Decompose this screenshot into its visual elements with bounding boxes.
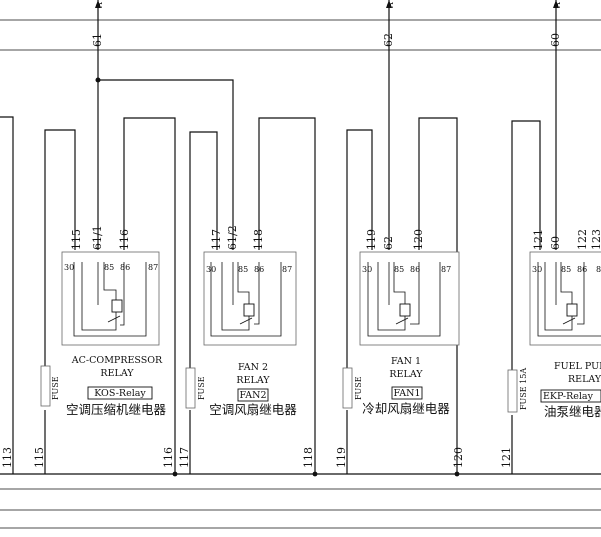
bottom-bus — [0, 473, 601, 529]
svg-text:FUSE: FUSE — [354, 376, 363, 400]
svg-text:FUSE: FUSE — [197, 376, 206, 400]
arrow-up-icon — [386, 0, 392, 8]
svg-text:87: 87 — [596, 265, 601, 274]
svg-text:121: 121 — [500, 447, 513, 468]
svg-text:119: 119 — [365, 229, 378, 250]
svg-text:113: 113 — [1, 447, 14, 468]
top-bus — [0, 19, 601, 51]
svg-text:FUEL PUM: FUEL PUM — [554, 361, 601, 372]
svg-text:60: 60 — [549, 236, 562, 250]
svg-text:30: 30 — [532, 265, 542, 274]
svg-text:油泵继电器: 油泵继电器 — [544, 404, 601, 419]
svg-text:115: 115 — [70, 229, 83, 250]
arrow-up-icon — [553, 0, 559, 8]
svg-text:87: 87 — [441, 265, 451, 274]
svg-text:FAN1: FAN1 — [394, 388, 421, 399]
svg-text:86: 86 — [410, 265, 420, 274]
junctions — [172, 471, 460, 477]
svg-text:122: 122 — [576, 229, 589, 250]
svg-text:RELAY: RELAY — [568, 374, 601, 385]
svg-text:117: 117 — [210, 229, 223, 250]
svg-text:空调压缩机继电器: 空调压缩机继电器 — [66, 402, 167, 417]
svg-text:119: 119 — [335, 447, 348, 468]
svg-text:118: 118 — [302, 447, 315, 468]
svg-text:120: 120 — [452, 447, 465, 468]
svg-text:空调风扇继电器: 空调风扇继电器 — [209, 402, 297, 417]
svg-text:RELAY: RELAY — [236, 375, 270, 386]
svg-text:RELAY: RELAY — [389, 369, 423, 380]
top-wire-label: 60 — [549, 33, 562, 47]
svg-text:85: 85 — [104, 263, 114, 272]
svg-text:116: 116 — [162, 447, 175, 468]
svg-text:FAN 1: FAN 1 — [391, 356, 421, 367]
relay-coil — [73, 262, 147, 337]
svg-text:85: 85 — [394, 265, 404, 274]
svg-text:85: 85 — [561, 265, 571, 274]
bottom-wire-labels: 113 115 116 117 118 119 120 121 — [1, 447, 513, 468]
relay-coil — [210, 262, 282, 337]
svg-text:30: 30 — [206, 265, 216, 274]
svg-text:86: 86 — [577, 265, 587, 274]
relay-coil — [367, 262, 441, 337]
relay-fuel-pump: 121 60 122 123 30 85 86 87 FUEL PUM RELA… — [507, 120, 601, 474]
svg-text:118: 118 — [252, 229, 265, 250]
svg-text:62: 62 — [382, 236, 395, 250]
svg-text:30: 30 — [64, 263, 74, 272]
svg-text:冷却风扇继电器: 冷却风扇继电器 — [362, 401, 450, 416]
relay-coil — [537, 262, 601, 337]
relay-fan2: 117 61/2 118 30 85 86 87 FAN 2 RELAY FAN… — [185, 117, 316, 474]
svg-text:61/2: 61/2 — [226, 225, 239, 250]
svg-text:61/1: 61/1 — [91, 225, 104, 250]
svg-text:KOS-Relay: KOS-Relay — [94, 388, 146, 399]
svg-text:115: 115 — [33, 447, 46, 468]
top-wire-label: 61 — [91, 33, 104, 47]
svg-text:120: 120 — [412, 229, 425, 250]
feed-wires: 61 A 62 A 60 A — [91, 0, 562, 250]
svg-text:87: 87 — [148, 263, 158, 272]
svg-text:30: 30 — [362, 265, 372, 274]
svg-text:123: 123 — [590, 229, 601, 250]
svg-text:121: 121 — [532, 229, 545, 250]
svg-text:A: A — [553, 2, 562, 9]
svg-text:FUSE 15A: FUSE 15A — [519, 368, 528, 410]
relay-ac-compressor: 115 61/1 116 30 85 86 87 AC-COMPRESSOR R… — [40, 117, 176, 474]
svg-text:A: A — [386, 2, 395, 9]
svg-text:87: 87 — [282, 265, 292, 274]
svg-text:86: 86 — [254, 265, 264, 274]
svg-text:AC-COMPRESSOR: AC-COMPRESSOR — [71, 355, 163, 366]
svg-text:85: 85 — [238, 265, 248, 274]
top-wire-label: 62 — [382, 33, 395, 47]
svg-text:117: 117 — [178, 447, 191, 468]
svg-text:A: A — [95, 2, 104, 9]
svg-text:FAN2: FAN2 — [240, 390, 267, 401]
svg-text:FAN 2: FAN 2 — [238, 362, 268, 373]
svg-text:116: 116 — [118, 229, 131, 250]
svg-text:86: 86 — [120, 263, 130, 272]
svg-text:EKP-Relay: EKP-Relay — [543, 391, 594, 402]
relay-fan1: 119 62 120 30 85 86 87 FAN 1 RELAY FAN1 … — [342, 117, 460, 474]
arrow-up-icon — [95, 0, 101, 8]
svg-text:FUSE: FUSE — [51, 376, 60, 400]
svg-text:RELAY: RELAY — [100, 368, 134, 379]
